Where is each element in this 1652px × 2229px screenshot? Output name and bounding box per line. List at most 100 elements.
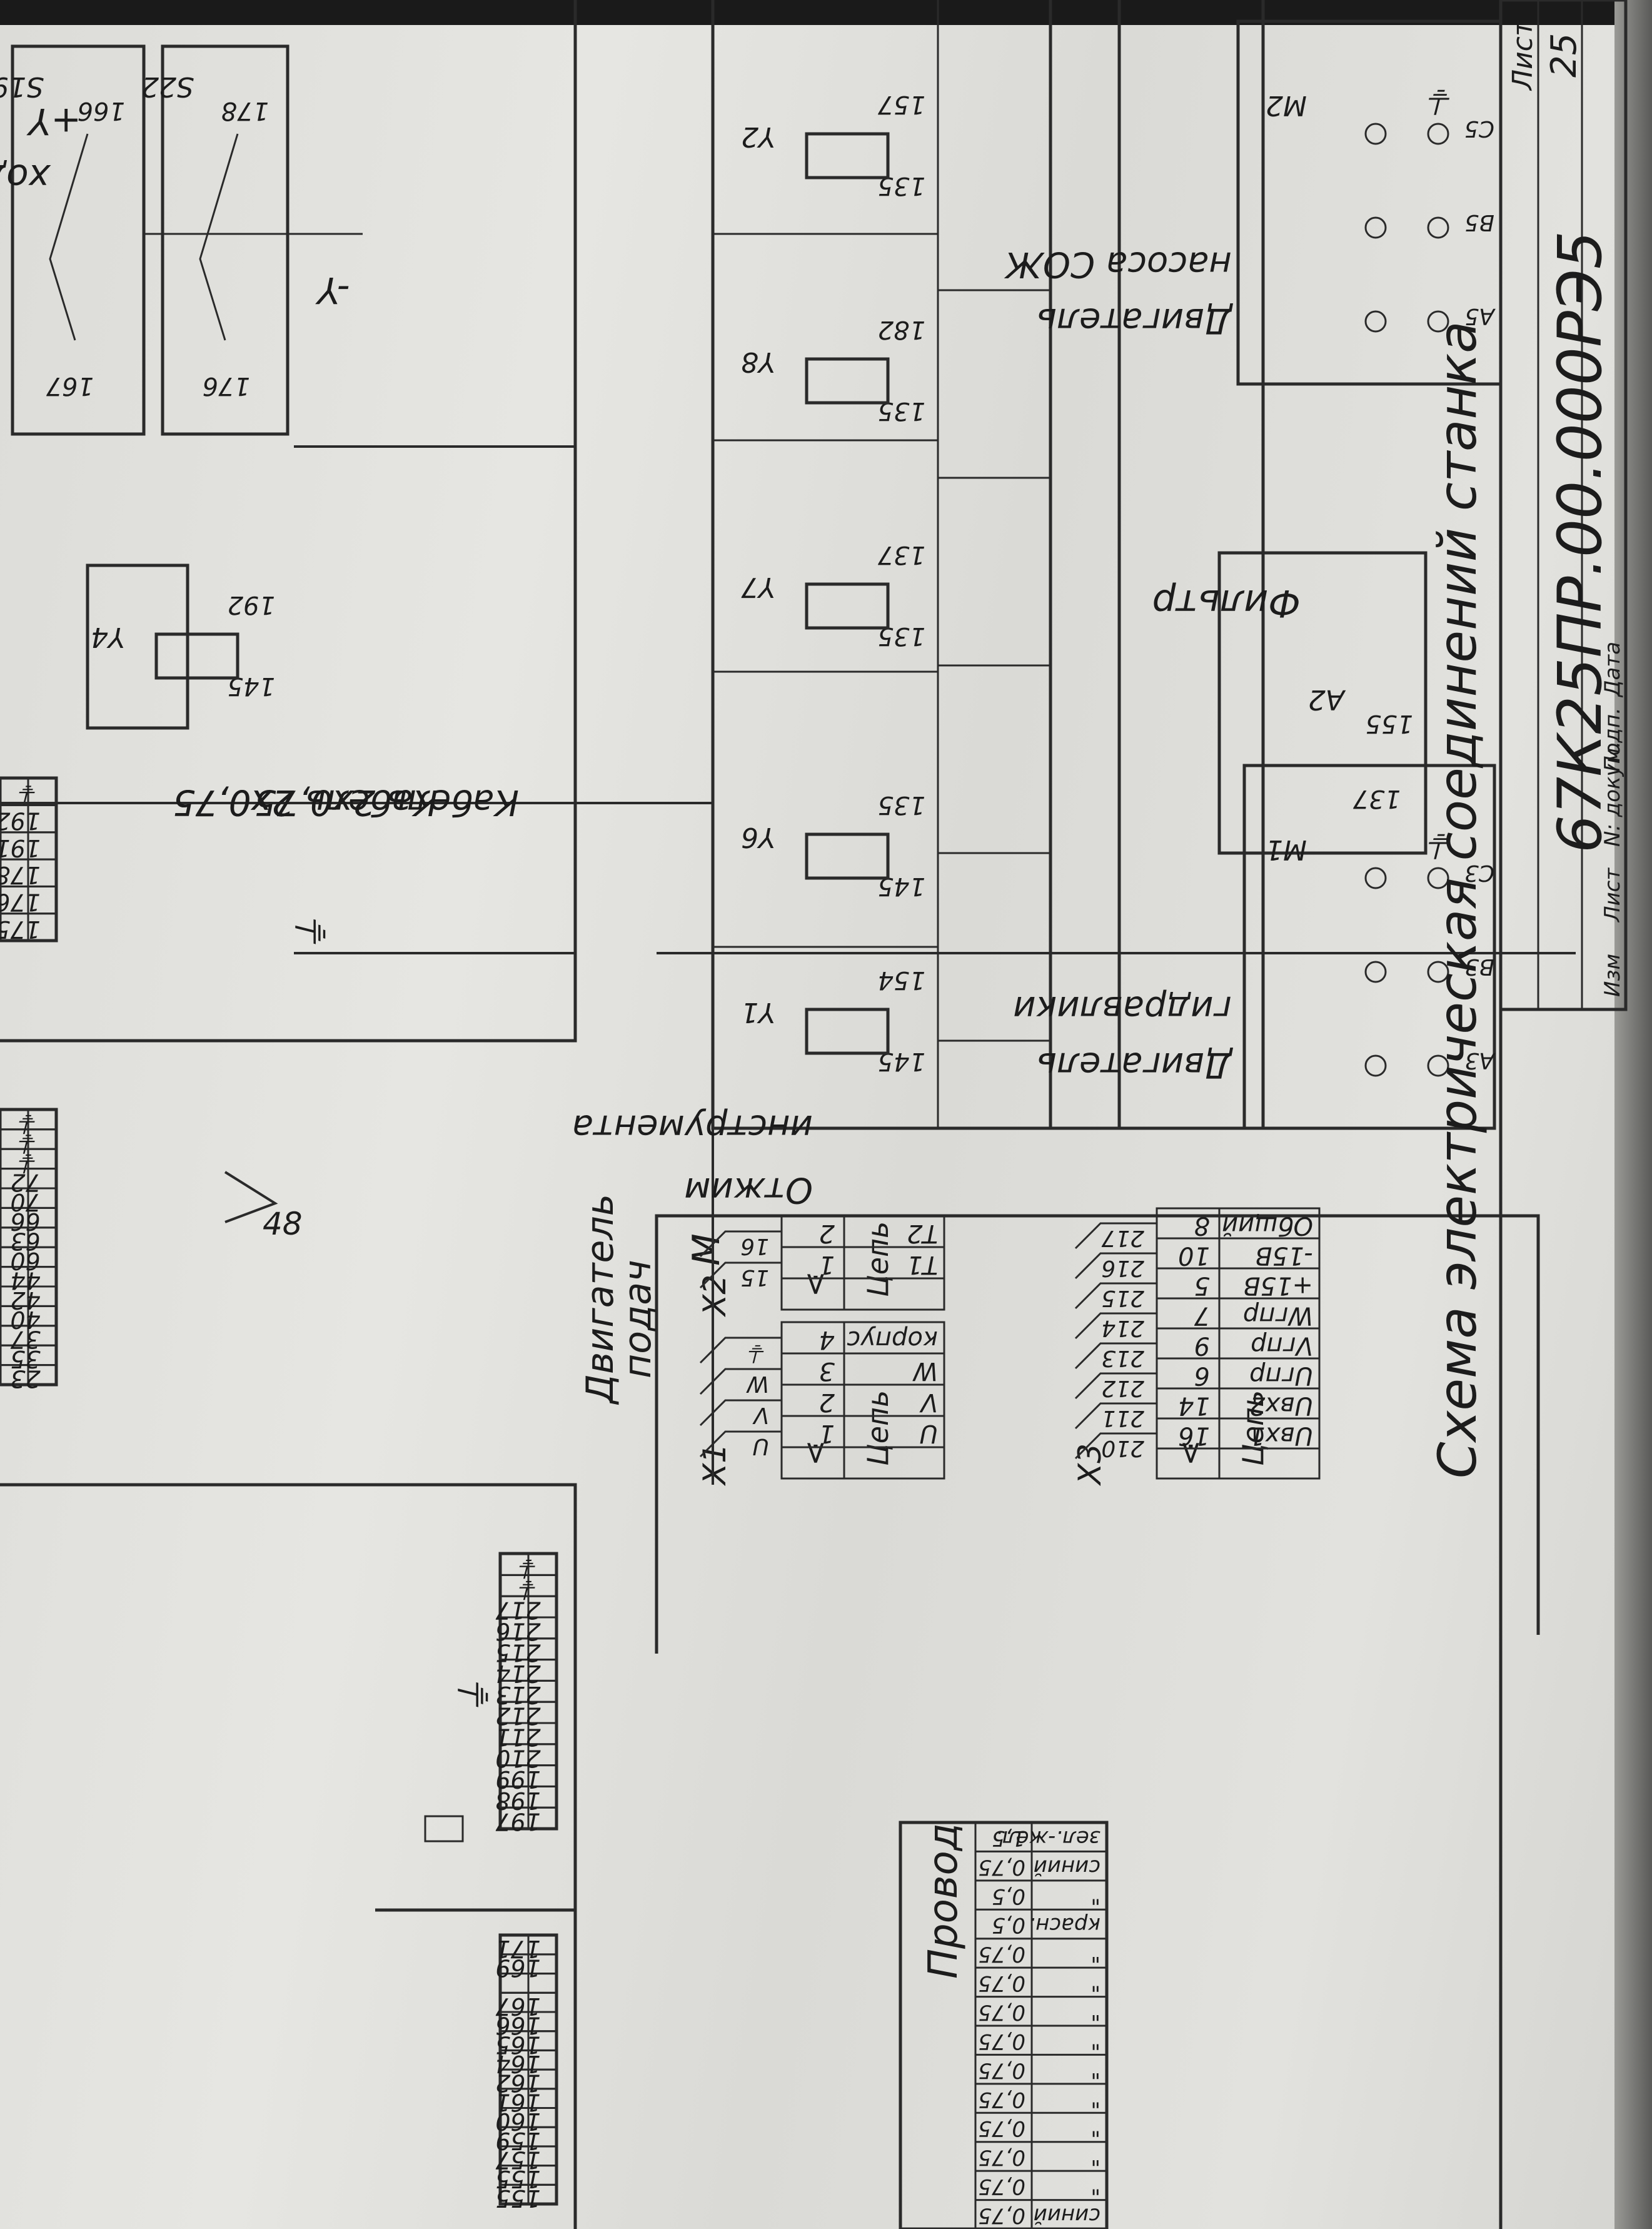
wire-cross-section: 0,75 [978,1942,1025,1967]
wire-color: " [1090,2029,1100,2054]
strip3-terminal: 37 [10,1326,40,1353]
strip3-terminal: 60 [10,1247,40,1275]
coil-y8-tag: Y8 [741,346,775,378]
connector-wire [699,1230,782,1258]
connector-wire [1074,1252,1157,1280]
strip3-terminal: ⏚ [17,1109,41,1137]
coil-y6-symbol [805,832,890,880]
strip4-terminal: 176 [0,889,41,916]
strip3-terminal: 66 [10,1208,40,1235]
connector-signal: -15В [1255,1241,1313,1270]
strip1-cell [499,1934,558,1956]
wire-cross-section: 0,75 [978,1854,1025,1879]
solenoid-rack: Y1145154Y6145135Y7135137Y8135182Y2135157… [91,0,1265,1210]
strip1-terminal: 165 [495,2031,541,2058]
connector-pin: 16 [1178,1421,1210,1450]
wire-color: " [1090,1971,1100,1996]
coil-y4-symbol [154,632,239,680]
strip3-terminal: 23 [10,1365,40,1392]
motor-m2-terminal-label: C5 [1464,116,1494,141]
connector-signal: Wгпр [1243,1301,1313,1330]
strip3-terminal: 42 [10,1286,40,1314]
strip2-terminal: 212 [495,1702,541,1730]
connector-wire [699,1368,782,1395]
connector-signal: Uгпр [1249,1361,1313,1390]
coil-y4-terminal-right: 192 [228,590,275,619]
sheet-number: 25 [1544,33,1584,78]
wire-color: " [1090,1884,1100,1909]
cable-label-top: 2х0,75 [173,782,294,822]
switch-s19-contact [49,133,89,341]
coil-y8-terminal-right: 182 [878,315,925,344]
motor-m2-terminal [1427,123,1449,145]
connector-pin: 2 [819,1219,835,1248]
connector-plug-icon: ⋖ [797,1271,833,1297]
motor-m2-terminal [1364,216,1387,239]
connector-wire [1074,1342,1157,1370]
switch-s22-tag: S22 [141,71,194,103]
connector-wire-label: 16 [740,1233,769,1259]
strip1-terminal: 169 [495,1954,541,1981]
coil-y2-terminal-right: 157 [877,90,925,119]
strip1-terminal: 155 [495,2185,541,2212]
feed-motor-label-2: подач [616,1260,660,1378]
switch-s19-terminal-left: 167 [46,372,94,400]
ground-symbol-2: ⏚ [291,916,335,953]
coil-y7-tag: Y7 [741,571,775,603]
connector-wire-label: 212 [1101,1375,1144,1401]
coil-y4-tag: Y4 [91,621,125,653]
wire-cross-section: 0,75 [978,2203,1025,2228]
strip1-terminal: 167 [495,1993,541,2020]
strip1-terminal: 160 [495,2108,541,2135]
connector-col-header: Цепь [861,1390,895,1466]
strip2-terminal: 198 [495,1787,541,1814]
strip2-terminal: 213 [495,1681,541,1709]
connector-signal: Uвх2 [1249,1391,1313,1420]
connector-pin: 9 [1194,1331,1210,1360]
coil-y8-terminal-left: 135 [878,397,925,425]
connector-wire-label: ⏚ [747,1340,769,1365]
connector-plug-icon: ⋖ [797,1440,833,1466]
release-tool-label-2: инструмента [572,1107,813,1148]
connector-signal: T1 [907,1250,938,1279]
strip2-terminal: 214 [495,1660,541,1687]
strip1-terminal: 159 [495,2127,541,2155]
wire-cross-section: 0,75 [978,2087,1025,2112]
connector-wire-label: W [746,1371,769,1397]
strip4-terminal: 175 [0,916,41,943]
support-travel-minus: -Y [315,269,350,311]
coil-y2-terminal-left: 135 [878,171,925,200]
connector-wire-label: 215 [1101,1285,1144,1311]
strip2-terminal: ⏚ [517,1554,541,1582]
coil-y6-tag: Y6 [741,821,775,853]
wire-color: " [1090,2174,1100,2199]
connector-signal: корпус [847,1325,938,1354]
wire-cross-section: 0,75 [978,2174,1025,2199]
strip3-cell [0,1108,58,1131]
connector-signal: Vгпр [1251,1331,1313,1360]
connector-wire [1074,1282,1157,1310]
strip3-terminal: ⏚ [17,1130,41,1157]
connector-wire [1074,1402,1157,1430]
filter-switch-left: 137 [1352,784,1401,813]
feed-motor-label-1: Двигатель [578,1194,622,1405]
wire-color: зел.-жел. [995,1826,1100,1851]
connector-signal: V [919,1388,938,1417]
wire-color: " [1090,2116,1100,2141]
connector-wire-label: 216 [1101,1255,1144,1281]
wire-cross-section: 0,75 [978,2029,1025,2054]
strip2-cell [499,1553,558,1576]
motor-m2-terminal-label: B5 [1464,210,1494,235]
wire-cross-section: 0,5 [992,1913,1025,1938]
connector-pin: 5 [1194,1271,1210,1300]
stamp-col: Подп. [1600,707,1625,772]
strip1-terminal: 161 [495,2088,541,2116]
cable-label-a: Кабель 2х0,75 [173,782,438,822]
connector-pin: 10 [1178,1241,1210,1270]
ground-symbol: ⏚ [453,1679,497,1716]
motor-m1-terminal [1364,867,1387,889]
